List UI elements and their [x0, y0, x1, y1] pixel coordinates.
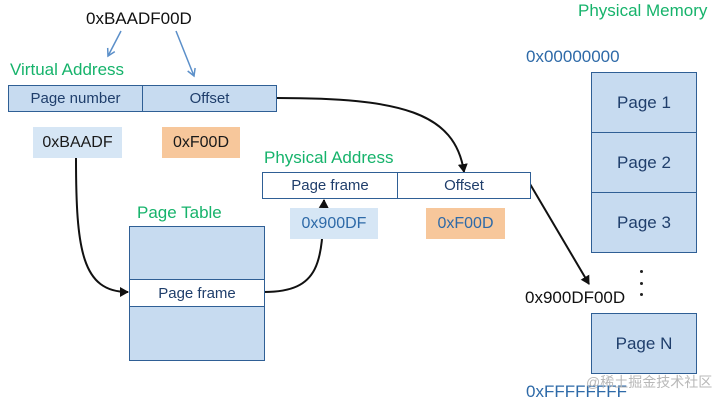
physical-offset-field: Offset: [397, 172, 531, 199]
hint-arrow-page-number: [106, 30, 122, 58]
virtual-page-number-field: Page number: [8, 85, 143, 112]
memory-page-1: Page 1: [591, 72, 697, 133]
arrow-offset-to-offset: [276, 97, 468, 173]
physical-page-frame-value: 0x900DF: [290, 208, 378, 239]
physical-memory-title: Physical Memory: [578, 1, 708, 20]
page-table-entry: Page frame: [129, 279, 265, 307]
physical-address-label: Physical Address: [264, 148, 394, 167]
virtual-address-label: Virtual Address: [10, 60, 125, 79]
physical-offset-value: 0xF00D: [426, 208, 505, 239]
ellipsis-dots: [640, 270, 644, 296]
memory-page-2: Page 2: [591, 132, 697, 193]
virtual-offset-value: 0xF00D: [162, 127, 240, 158]
memory-end-address: 0xFFFFFFFF: [526, 382, 628, 401]
virtual-address-value: 0xBAADF00D: [86, 9, 192, 28]
virtual-page-number-value: 0xBAADF: [33, 127, 122, 158]
memory-page-3: Page 3: [591, 192, 697, 253]
physical-page-frame-field: Page frame: [262, 172, 398, 199]
memory-page-n: Page N: [591, 313, 697, 374]
hint-arrow-offset: [175, 30, 196, 78]
arrow-page-number-to-table: [75, 157, 129, 297]
page-table-row-top: [129, 226, 265, 280]
arrow-physical-to-memory: [529, 183, 590, 285]
virtual-offset-field: Offset: [142, 85, 277, 112]
memory-start-address: 0x00000000: [526, 47, 620, 66]
page-table-title: Page Table: [137, 203, 222, 222]
memory-target-address: 0x900DF00D: [525, 288, 626, 307]
page-table-row-bottom: [129, 306, 265, 361]
watermark: @稀土掘金技术社区: [586, 374, 713, 390]
